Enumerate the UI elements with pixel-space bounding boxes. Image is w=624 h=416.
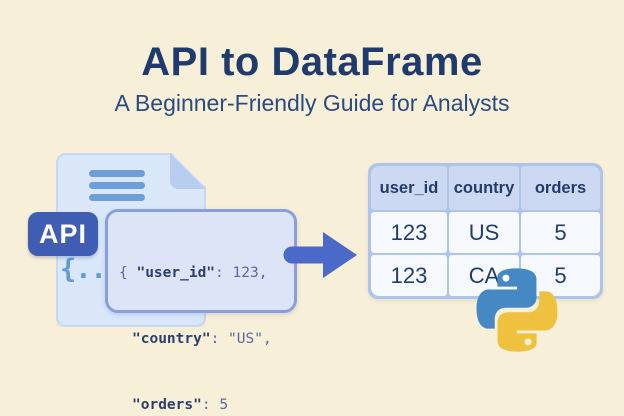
column-header: user_id <box>371 166 447 210</box>
column-header: orders <box>521 166 600 210</box>
api-badge-label: API <box>38 218 87 249</box>
json-open-brace: { <box>119 265 137 281</box>
document-text-lines <box>89 170 145 201</box>
json-separator: : <box>215 265 233 281</box>
table-cell: US <box>449 212 519 253</box>
json-line: "orders": 5 <box>119 394 294 416</box>
table-cell: CA <box>449 255 519 296</box>
json-line: "country": "US", <box>119 328 294 350</box>
json-key: "orders" <box>132 397 202 413</box>
json-separator: : <box>210 331 229 347</box>
json-value: 5 <box>219 397 229 413</box>
dataframe-table: user_id country orders 123 US 5 123 CA 5 <box>368 163 603 299</box>
text-line-bar <box>89 194 145 201</box>
page-subtitle: A Beginner-Friendly Guide for Analysts <box>114 90 510 116</box>
column-header: country <box>449 166 519 210</box>
right-arrow-icon <box>283 232 357 278</box>
table-cell: 123 <box>371 212 447 253</box>
python-logo-icon <box>476 268 558 352</box>
json-key: "user_id" <box>136 265 216 281</box>
text-line-bar <box>89 170 145 177</box>
json-value: "US", <box>228 331 272 347</box>
table-cell: 123 <box>371 255 447 296</box>
json-value: 123, <box>232 265 268 281</box>
json-separator: : <box>201 397 220 413</box>
text-line-bar <box>89 182 145 189</box>
json-key: "country" <box>132 331 211 347</box>
json-snippet-box: { "user_id": 123, "country": "US", "orde… <box>105 209 297 413</box>
folded-corner <box>170 153 206 189</box>
page-title: API to DataFrame <box>141 40 483 84</box>
json-line: { "user_id": 123, <box>119 262 294 284</box>
api-badge: API <box>28 212 98 256</box>
table-cell: 5 <box>521 212 600 253</box>
